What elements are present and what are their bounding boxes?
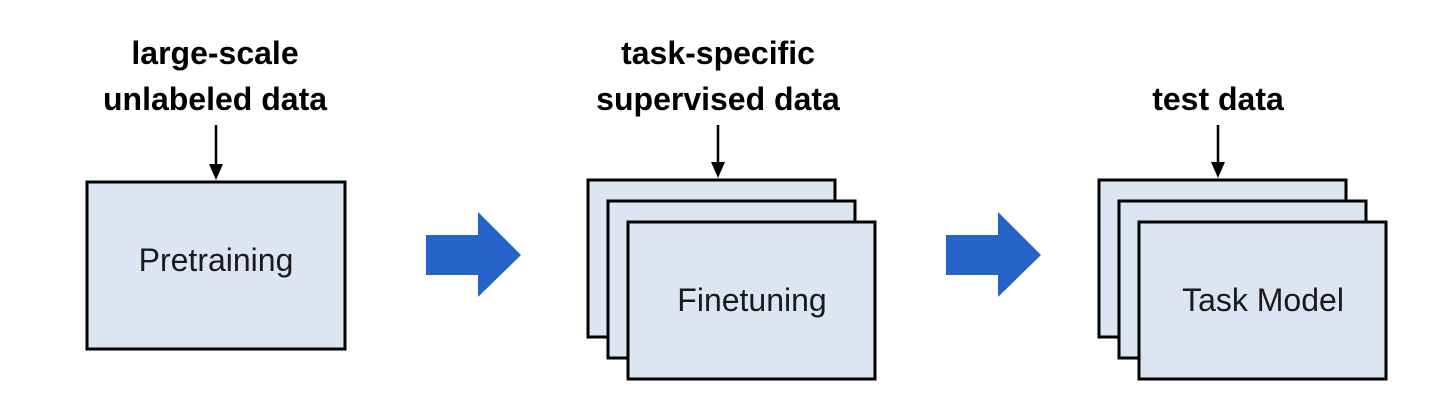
task-model-input-arrow-head	[1211, 162, 1225, 178]
task-model-box-front	[1137, 220, 1388, 381]
flow-arrow-right-icon	[426, 212, 521, 297]
finetuning-input-arrow-head	[711, 162, 725, 178]
pretraining-input-label-line-2: unlabeled data	[103, 81, 327, 117]
finetuning-input-label-line-2: supervised data	[596, 81, 840, 117]
stage-pretraining: large-scale unlabeled data Pretraining	[85, 35, 347, 351]
task-model-box-label: Task Model	[1182, 282, 1344, 318]
flow-arrow-right-icon	[946, 212, 1041, 297]
task-model-input-label: test data	[1152, 81, 1284, 117]
stage-finetuning: task-specific supervised data Finetuning	[586, 35, 877, 381]
finetuning-input-label-line-1: task-specific	[621, 35, 815, 71]
pretraining-box	[85, 180, 347, 351]
pretraining-box-label: Pretraining	[139, 242, 294, 278]
pretraining-input-label-line-1: large-scale	[131, 35, 298, 71]
finetuning-box-front	[626, 220, 877, 381]
finetuning-box-label: Finetuning	[677, 282, 826, 318]
pretraining-input-arrow-head	[209, 164, 223, 180]
stage-task-model: test data Task Model	[1097, 81, 1388, 381]
